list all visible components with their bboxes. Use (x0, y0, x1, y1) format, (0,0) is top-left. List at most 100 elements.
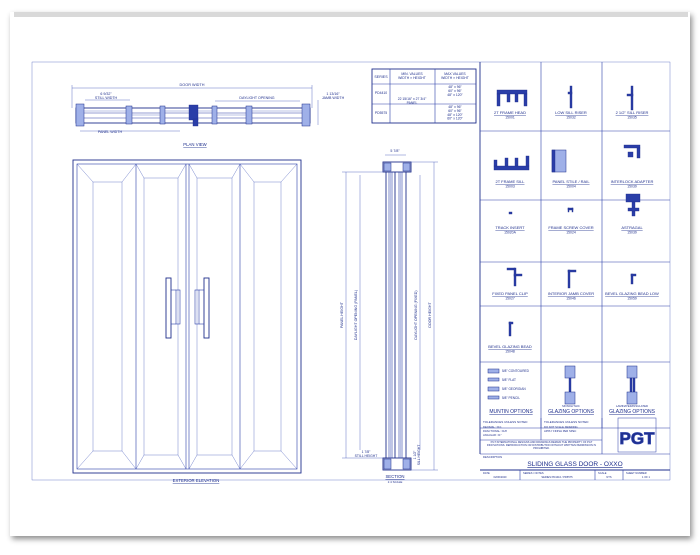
field-value-scale: NTS (606, 475, 611, 479)
field-label-scale: SCALE (598, 471, 607, 475)
part-code-10: 15046 (566, 297, 576, 301)
frame-sill-icon (493, 155, 530, 171)
part-code-9: 15027 (505, 297, 515, 301)
part-name-5: INTERLOCK ADAPTER (611, 179, 654, 184)
panel-stile-icon (551, 149, 567, 173)
plan-daylight-opening: DAYLIGHT OPENING (239, 96, 274, 100)
plan-view-title: PLAN VIEW (183, 142, 207, 147)
tolerance-right-line-2: APPLY FINISH PER SPEC (544, 429, 576, 433)
section-view: 5 7/8" PANEL HEIGHT DAYLIGHT OPENING (PA… (340, 149, 438, 484)
part-name-11: BEVEL GLAZING BEAD LOW (605, 291, 659, 296)
tolerances-block: TOLERANCES UNLESS NOTED DECIMAL: ±0.1 FR… (480, 417, 657, 454)
pgt-logo: PGT (617, 417, 657, 453)
paper (10, 12, 690, 536)
title-block: DESCRIPTION SLIDING GLASS DOOR - OXXO DA… (480, 455, 670, 480)
glazing-note-1: MONOLITHIC (562, 404, 580, 408)
tolerance-left-line-3: ANGULAR: ±1° (483, 433, 502, 437)
paper-top-edge (14, 12, 688, 17)
field-label-sheet: SHEET NUMBER (626, 471, 647, 475)
bevel-glazing-bead-icon (508, 321, 514, 337)
section-sill-height: 1 1/2"SILL HEIGHT (413, 445, 421, 466)
part-name-0: 2T FRAME HEAD (494, 110, 526, 115)
drawing-border (31, 61, 671, 481)
muntin-item-2: 5/8" FLAT (502, 378, 516, 382)
table-series-1: PD4410 (375, 91, 387, 95)
bevel-glazing-bead-low-icon (630, 273, 637, 285)
plan-jamb-width: 1 13/16"JAMB WIDTH (322, 92, 345, 100)
frame-screw-cover-icon (567, 207, 574, 213)
tolerance-right-line-1: DO NOT SCALE DRAWING (544, 425, 578, 429)
glazing-note-2: LAMINATED/INSULATED (616, 404, 648, 408)
part-code-5: 15039 (627, 185, 637, 189)
section-top-dim: 5 7/8" (390, 149, 400, 153)
plan-view: DOOR WIDTH 6 9/32"STILL WIDTH DAYLIGHT O… (71, 83, 345, 147)
section-daylight-fixed: DAYLIGHT OPENING (FIXED) (414, 290, 418, 339)
section-panel-height: PANEL HEIGHT (340, 301, 344, 328)
parts-grid: 5/8" CONTOURED 5/8" FLAT 5/8" GEORGIAN 5… (479, 62, 670, 455)
part-code-2: 15035 (627, 116, 637, 120)
frame-head-icon (496, 89, 528, 107)
part-code-0: 15001 (505, 116, 515, 120)
muntin-item-4: 5/8" PENCIL (502, 396, 520, 400)
plan-panel-width: PANEL WIDTH (98, 130, 123, 134)
part-code-1: 15032 (566, 116, 576, 120)
muntin-contoured-icon (487, 368, 500, 374)
field-label-series: SERIES / NOTES (523, 471, 544, 475)
part-name-4: PANEL STILE / RAIL (552, 179, 590, 184)
tolerance-left-title: TOLERANCES UNLESS NOTED (483, 420, 528, 424)
field-label-date: DATE (483, 471, 490, 475)
part-code-4: 15004 (566, 185, 576, 189)
part-code-3: 15003 (505, 185, 515, 189)
tolerance-right-title: TOLERANCES UNLESS NOTED (544, 420, 589, 424)
glazing-title-2: GLAZING OPTIONS (609, 409, 656, 415)
part-code-11: 15059 (627, 297, 637, 301)
notice-text: PGT INTERNATIONAL DESIGNS AND DRAWINGS R… (486, 441, 597, 450)
section-daylight-panel: DAYLIGHT OPENING (PANEL) (354, 290, 358, 340)
part-name-6: TRACK INSERT (495, 225, 525, 230)
fixed-panel-clip-icon (506, 267, 523, 287)
elevation-title: EXTERIOR ELEVATION (173, 478, 220, 483)
table-header-series: SERIES (374, 75, 388, 79)
track-insert-icon (508, 211, 513, 215)
section-title: SECTION (385, 474, 404, 479)
drawing-title: SLIDING GLASS DOOR - OXXO (527, 461, 622, 468)
part-name-2: 2 1/2" SILL RISER (616, 110, 649, 115)
table-min-1: 22 15/16" x 27 3/4"PANEL (398, 97, 427, 105)
right-handle-icon (203, 277, 210, 339)
field-value-date: 02/06/2020 (494, 475, 508, 479)
muntin-title: MUNTIN OPTIONS (489, 409, 533, 415)
part-name-10: INTERIOR JAMB COVER (548, 291, 594, 296)
part-code-8: 15039 (627, 231, 637, 235)
interlock-adapter-icon (623, 144, 641, 159)
left-handle-icon (165, 277, 172, 339)
muntin-item-3: 5/8" GEORGIAN (502, 387, 526, 391)
section-scale: 1:4 SCALE (388, 480, 403, 484)
muntin-pencil-icon (487, 395, 500, 400)
table-max-2: 48" x 96"60" x 96"48" x 120"60" x 120" (447, 105, 463, 121)
part-code-7: 15024 (566, 231, 576, 235)
part-name-12: BEVEL GLAZING BEAD (488, 344, 532, 349)
part-name-1: LOW SILL RISER (555, 110, 587, 115)
tolerance-left-line-2: FRACTIONAL: ±1/8 (483, 429, 507, 433)
section-still-height: 1 7/8"STILL HEIGHT (355, 450, 378, 458)
muntin-flat-icon (487, 377, 500, 382)
part-name-9: FIXED PANEL CLIP (492, 291, 528, 296)
field-value-sheet: 1 OF 1 (642, 475, 650, 479)
glazing-title-1: GLAZING OPTIONS (548, 409, 595, 415)
exterior-elevation: EXTERIOR ELEVATION (72, 159, 302, 483)
glazing-laminated-icon (626, 365, 638, 405)
interior-jamb-cover-icon (567, 269, 577, 289)
part-code-12: 15048 (505, 350, 515, 354)
plan-still-width: 6 9/32"STILL WIDTH (95, 92, 118, 100)
table-max-1: 48" x 96"60" x 96"48" x 120" (447, 85, 463, 97)
astragal-icon (625, 193, 641, 217)
description-label: DESCRIPTION (483, 455, 502, 459)
plan-door-width: DOOR WIDTH (180, 83, 205, 87)
sill-riser-icon (626, 85, 634, 111)
tolerance-left-line-1: DECIMAL: ±0.1 (483, 425, 502, 429)
